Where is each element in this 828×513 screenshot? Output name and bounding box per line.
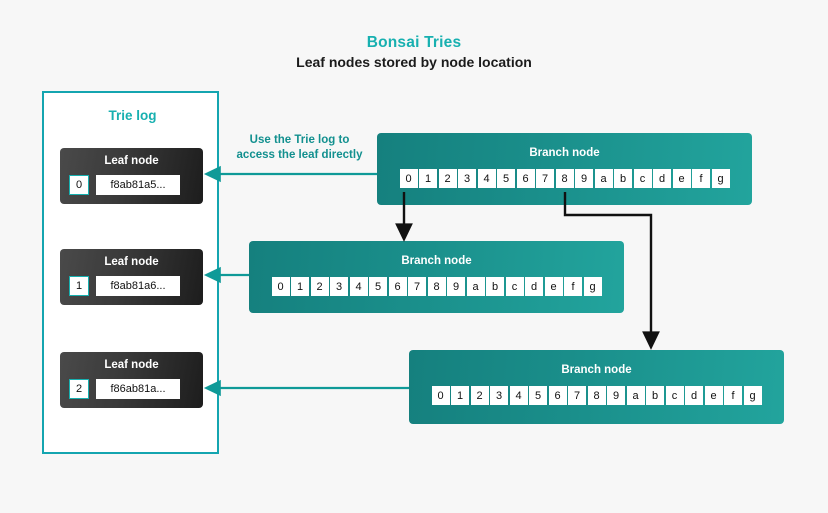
branch-cell[interactable]: 2 bbox=[470, 386, 489, 405]
branch-cell[interactable]: 4 bbox=[509, 386, 528, 405]
annotation-line-2: access the leaf directly bbox=[236, 149, 363, 161]
branch-cell[interactable]: c bbox=[633, 169, 652, 188]
branch-cell[interactable]: g bbox=[711, 169, 730, 188]
leaf-node-2[interactable]: Leaf node 2 f86ab81a... bbox=[60, 352, 203, 408]
leaf-node-label: Leaf node bbox=[104, 256, 159, 268]
branch-cell[interactable]: 4 bbox=[349, 277, 368, 296]
branch-cell[interactable]: d bbox=[653, 169, 671, 188]
branch-node-cells: 0 1 2 3 4 5 6 7 8 9 a b c d e f g bbox=[409, 386, 784, 405]
branch-cell[interactable]: b bbox=[646, 386, 664, 405]
branch-cell[interactable]: 1 bbox=[291, 277, 309, 296]
branch-cell[interactable]: a bbox=[626, 386, 645, 405]
leaf-node-row: 1 f8ab81a6... bbox=[69, 276, 180, 296]
leaf-index-box: 1 bbox=[69, 276, 89, 296]
page-subtitle: Leaf nodes stored by node location bbox=[296, 54, 532, 70]
leaf-node-1[interactable]: Leaf node 1 f8ab81a6... bbox=[60, 249, 203, 305]
branch-cell[interactable]: b bbox=[614, 169, 632, 188]
branch-cell[interactable]: 1 bbox=[419, 169, 437, 188]
annotation-text: Use the Trie log to access the leaf dire… bbox=[222, 133, 377, 163]
branch-cell[interactable]: 9 bbox=[607, 386, 625, 405]
branch-cell[interactable]: 7 bbox=[408, 277, 426, 296]
leaf-hash-box: f86ab81a... bbox=[96, 379, 180, 399]
branch-cell[interactable]: a bbox=[594, 169, 613, 188]
branch-cell[interactable]: 1 bbox=[451, 386, 469, 405]
branch-node-cells: 0 1 2 3 4 5 6 7 8 9 a b c d e f g bbox=[377, 169, 752, 188]
branch-node-label: Branch node bbox=[401, 255, 472, 267]
branch-node-2[interactable]: Branch node 0 1 2 3 4 5 6 7 8 9 a b c d … bbox=[409, 350, 784, 424]
leaf-hash-box: f8ab81a6... bbox=[96, 276, 180, 296]
branch-cell[interactable]: f bbox=[692, 169, 710, 188]
branch-cell[interactable]: 0 bbox=[271, 277, 290, 296]
branch-cell[interactable]: c bbox=[505, 277, 524, 296]
annotation-line-1: Use the Trie log to bbox=[249, 134, 350, 146]
branch-cell[interactable]: c bbox=[665, 386, 684, 405]
branch-cell[interactable]: 4 bbox=[477, 169, 496, 188]
branch-cell[interactable]: 8 bbox=[587, 386, 606, 405]
branch-cell[interactable]: e bbox=[704, 386, 723, 405]
leaf-node-row: 2 f86ab81a... bbox=[69, 379, 180, 399]
branch-cell[interactable]: 3 bbox=[458, 169, 476, 188]
branch-cell[interactable]: 0 bbox=[431, 386, 450, 405]
branch-cell[interactable]: 3 bbox=[490, 386, 508, 405]
branch-cell[interactable]: 5 bbox=[369, 277, 387, 296]
page-title: Bonsai Tries bbox=[366, 34, 462, 51]
branch-cell[interactable]: 3 bbox=[330, 277, 348, 296]
branch-cell[interactable]: 2 bbox=[310, 277, 329, 296]
branch-cell[interactable]: d bbox=[525, 277, 543, 296]
branch-node-0[interactable]: Branch node 0 1 2 3 4 5 6 7 8 9 a b c d … bbox=[377, 133, 752, 205]
branch-cell[interactable]: 7 bbox=[536, 169, 554, 188]
leaf-node-label: Leaf node bbox=[104, 155, 159, 167]
branch-node-cells: 0 1 2 3 4 5 6 7 8 9 a b c d e f g bbox=[249, 277, 624, 296]
branch-cell[interactable]: a bbox=[466, 277, 485, 296]
branch-cell[interactable]: 9 bbox=[575, 169, 593, 188]
branch-cell[interactable]: 6 bbox=[388, 277, 407, 296]
leaf-node-row: 0 f8ab81a5... bbox=[69, 175, 180, 195]
trie-log-title: Trie log bbox=[108, 108, 157, 123]
branch-cell[interactable]: b bbox=[486, 277, 504, 296]
branch-cell[interactable]: 8 bbox=[555, 169, 574, 188]
branch-cell[interactable]: 5 bbox=[497, 169, 515, 188]
branch-cell[interactable]: g bbox=[743, 386, 762, 405]
branch-cell[interactable]: 0 bbox=[399, 169, 418, 188]
leaf-index-box: 2 bbox=[69, 379, 89, 399]
leaf-node-label: Leaf node bbox=[104, 359, 159, 371]
branch-node-1[interactable]: Branch node 0 1 2 3 4 5 6 7 8 9 a b c d … bbox=[249, 241, 624, 313]
branch-cell[interactable]: 9 bbox=[447, 277, 465, 296]
branch-cell[interactable]: 6 bbox=[548, 386, 567, 405]
leaf-index-box: 0 bbox=[69, 175, 89, 195]
branch-cell[interactable]: e bbox=[544, 277, 563, 296]
leaf-node-0[interactable]: Leaf node 0 f8ab81a5... bbox=[60, 148, 203, 204]
branch-cell[interactable]: e bbox=[672, 169, 691, 188]
branch-cell[interactable]: f bbox=[564, 277, 582, 296]
leaf-hash-box: f8ab81a5... bbox=[96, 175, 180, 195]
branch-cell[interactable]: 7 bbox=[568, 386, 586, 405]
branch-cell[interactable]: 2 bbox=[438, 169, 457, 188]
branch-cell[interactable]: d bbox=[685, 386, 703, 405]
branch-cell[interactable]: 5 bbox=[529, 386, 547, 405]
branch-node-label: Branch node bbox=[561, 364, 632, 376]
branch-node-label: Branch node bbox=[529, 147, 600, 159]
branch-cell[interactable]: f bbox=[724, 386, 742, 405]
branch-cell[interactable]: 8 bbox=[427, 277, 446, 296]
branch-cell[interactable]: 6 bbox=[516, 169, 535, 188]
branch-cell[interactable]: g bbox=[583, 277, 602, 296]
